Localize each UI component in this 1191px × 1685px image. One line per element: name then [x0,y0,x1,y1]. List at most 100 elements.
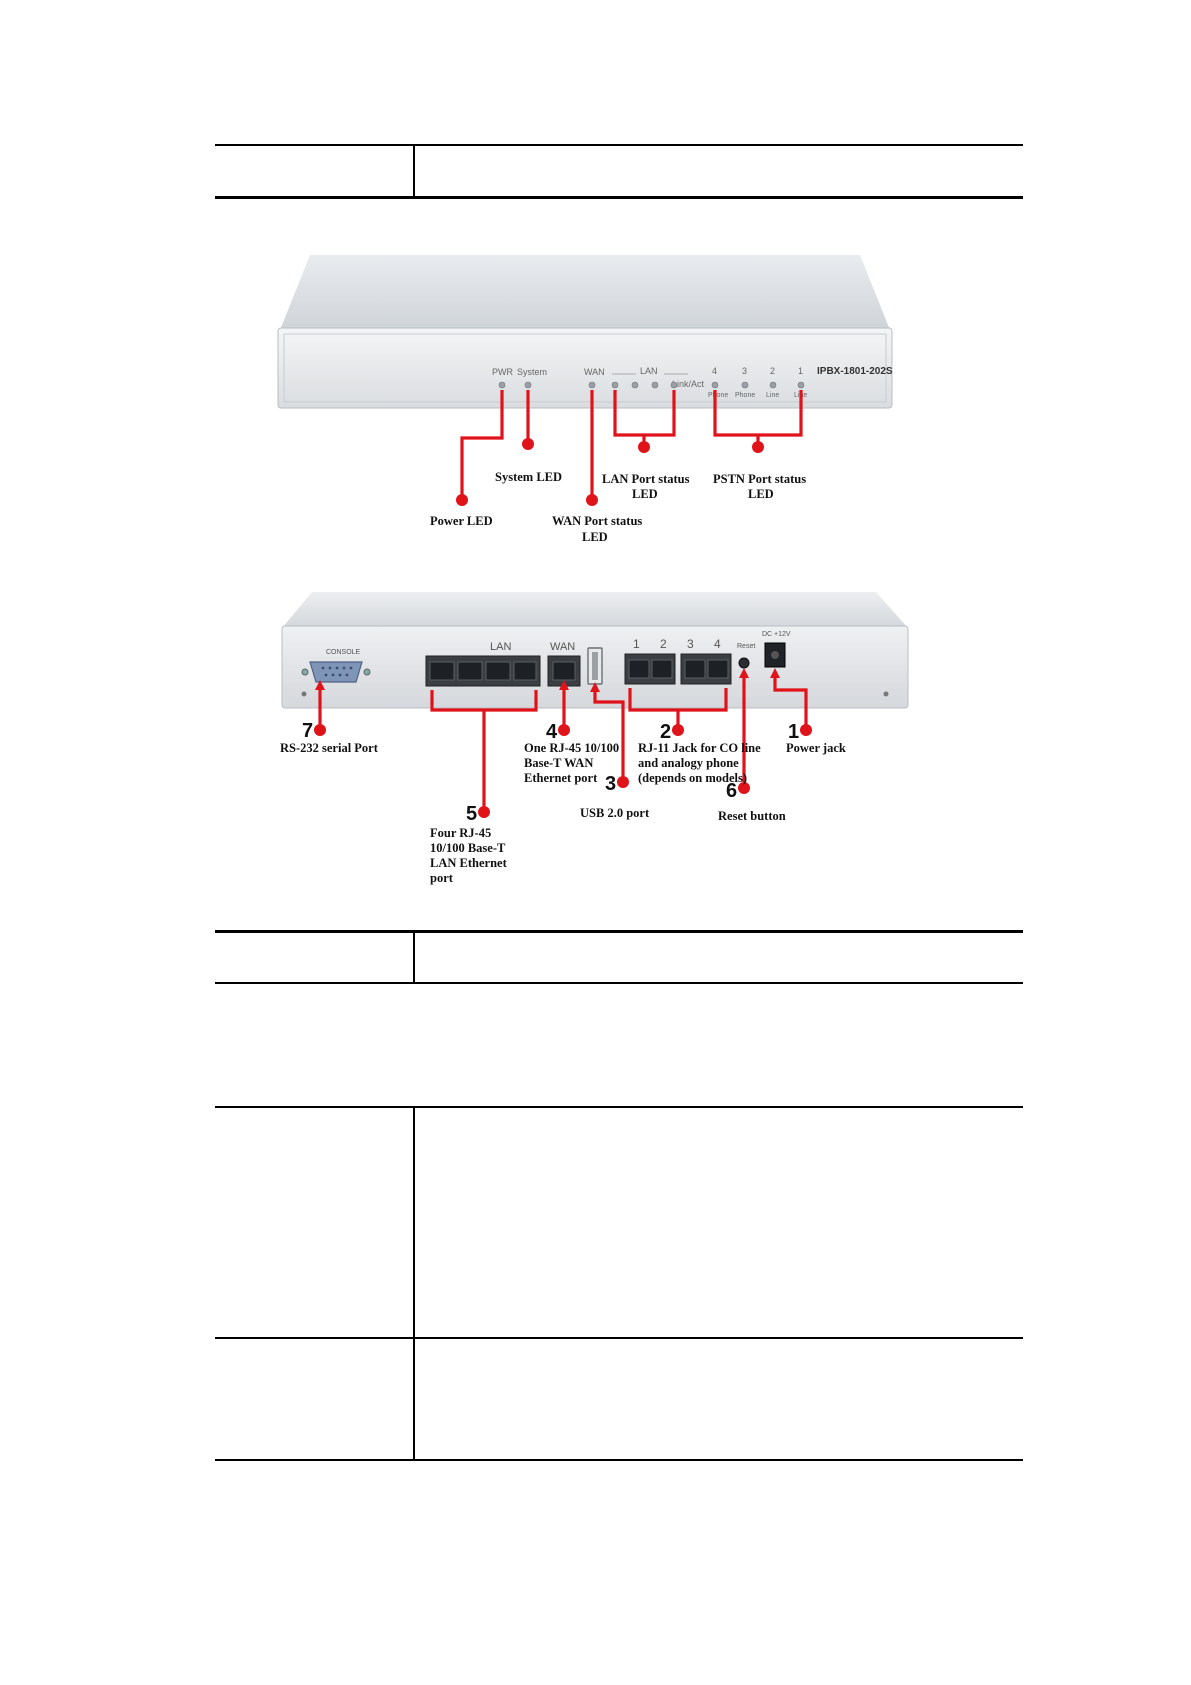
rear-screw-right [883,691,889,697]
callout-wan-2: Base-T WAN [524,756,593,770]
callout-rj11-1: RJ-11 Jack for CO line [638,741,761,755]
callout-dot-power-led [456,494,468,506]
callout-wan-status-1: WAN Port status [552,514,642,528]
callout-lan-4: port [430,871,454,885]
callout-arrow-wan [559,680,569,690]
label-pwr: PWR [492,367,513,377]
callout-dot-system-led [522,438,534,450]
label-rear-lan: LAN [490,641,511,653]
label-rj11-4: 4 [714,637,721,651]
usb-port-tongue [592,652,598,680]
device-front-bezel [283,333,887,403]
callout-dot-lan [478,806,490,818]
led-wan [588,381,596,389]
label-port-3: 3 [742,366,747,376]
led-pstn-3 [741,381,749,389]
callout-lan-status-1: LAN Port status [602,472,690,486]
callout-dot-lan-led [638,441,650,453]
label-model: IPBX-1801-202S [817,366,893,377]
callout-rs232: RS-232 serial Port [280,741,379,755]
led-pstn-4 [711,381,719,389]
callout-number-6: 6 [726,780,737,802]
callout-line-power-led [460,390,504,498]
power-jack-hole [771,651,779,659]
callout-reset-button: Reset button [718,809,786,823]
led-group [498,381,805,389]
callout-dot-power-jack [800,724,812,736]
table-rule-top-2 [215,196,1023,199]
callout-number-4: 4 [546,721,558,743]
label-port-2: 2 [770,366,775,376]
table-col-divider-1 [413,144,415,199]
callout-lan-2: 10/100 Base-T [430,841,506,855]
label-phone-a: Phone [708,392,728,399]
callout-dot-console [314,724,326,736]
callout-lan-1: Four RJ-45 [430,826,491,840]
callout-dot-usb [617,776,629,788]
callout-lan-status-2: LED [632,487,658,501]
callout-wan-1: One RJ-45 10/100 [524,741,619,755]
led-lan-3 [651,381,659,389]
callout-line-lan [430,690,538,810]
label-link-act: Link/Act [672,379,705,389]
callout-line-power-jack [773,672,808,728]
rj11-jacks [628,659,729,679]
callout-arrow-reset [739,668,749,678]
callout-rj11-3: (depends on models) [638,771,747,785]
console-screw-left [301,668,309,676]
label-reset: Reset [737,643,755,650]
table-rule-low-1 [215,1106,1023,1108]
label-dc: DC +12V [762,631,791,638]
callout-rj11-2: and analogy phone [638,756,739,770]
table-rule-mid-1 [215,930,1023,933]
callout-pstn-status-2: LED [748,487,774,501]
callout-arrow-power-jack [770,668,780,678]
table-rule-top-1 [215,144,1023,146]
rear-panel-figure: CONSOLE LAN WAN 1 2 3 4 Res [280,590,920,910]
callout-arrow-console [315,680,325,690]
led-lan-2 [631,381,639,389]
lan-port-jacks [429,661,537,681]
callout-dot-wan [558,724,570,736]
led-pstn-2 [769,381,777,389]
led-lan-4 [670,381,678,389]
console-pins [321,666,353,677]
led-system [524,381,532,389]
callout-arrow-usb [590,682,600,692]
callout-power-jack: Power jack [786,741,846,755]
label-console: CONSOLE [326,649,361,656]
callout-dot-reset [738,782,750,794]
callout-power-led: Power LED [430,514,493,528]
callout-number-1: 1 [788,721,799,743]
wan-jack [552,661,576,681]
table-rule-low-3 [215,1459,1023,1461]
callout-dot-wan-led [586,494,598,506]
label-line-a: Line [766,392,779,399]
rear-screw-left [301,691,307,697]
reset-button[interactable] [738,657,750,669]
callout-wan-status-2: LED [582,530,608,544]
label-rj11-2: 2 [660,637,667,651]
callout-system-led: System LED [495,470,562,484]
label-system: System [517,367,547,377]
label-wan: WAN [584,367,605,377]
callout-usb: USB 2.0 port [580,806,650,820]
callout-number-5: 5 [466,803,477,825]
callout-wan-3: Ethernet port [524,771,598,785]
label-rj11-1: 1 [633,637,640,651]
callout-dot-pstn-led [752,441,764,453]
label-phone-b: Phone [735,392,755,399]
callout-number-3: 3 [605,773,616,795]
console-port [309,661,363,683]
rear-top-surface [282,592,908,628]
table-col-divider-3 [413,1106,415,1461]
front-panel-figure: PWR System WAN LAN Link/Act 4 3 2 1 Phon… [270,250,910,550]
device-top-surface [280,255,890,330]
rear-panel-svg: CONSOLE LAN WAN 1 2 3 4 Res [280,592,909,885]
callout-pstn-status-1: PSTN Port status [713,472,806,486]
callout-number-7: 7 [302,720,313,742]
table-col-divider-2 [413,930,415,984]
label-port-1: 1 [798,366,803,376]
table-rule-low-2 [215,1337,1023,1339]
label-rear-wan: WAN [550,641,575,653]
